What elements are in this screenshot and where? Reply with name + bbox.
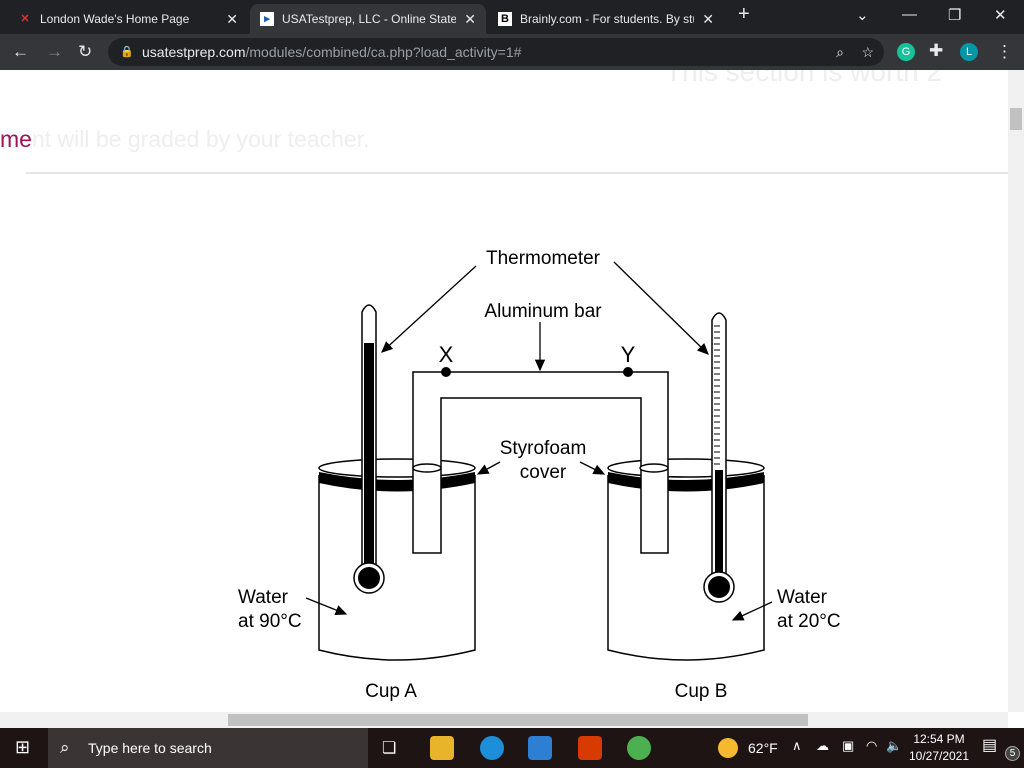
- brainly-icon: B: [498, 12, 512, 26]
- tab-title: USATestprep, LLC - Online State-Sp: [282, 12, 457, 26]
- forward-icon[interactable]: →: [46, 42, 63, 61]
- restore-button[interactable]: ❐: [948, 7, 962, 24]
- wifi-icon[interactable]: ◠: [866, 738, 878, 753]
- thermometer-b: [703, 312, 735, 603]
- point-y: [623, 367, 633, 377]
- heat-transfer-diagram: Thermometer Aluminum bar X Y Styrofoam c…: [238, 248, 841, 702]
- clock-time: 12:54 PM: [913, 732, 965, 746]
- horizontal-scrollbar[interactable]: [0, 712, 1008, 728]
- close-tab-icon[interactable]: ✕: [464, 10, 476, 27]
- point-x: [441, 367, 451, 377]
- vertical-scroll-thumb[interactable]: [1010, 108, 1022, 130]
- reload-icon[interactable]: ↻: [78, 42, 93, 61]
- label-cover: cover: [520, 462, 567, 483]
- vertical-scrollbar[interactable]: [1008, 70, 1024, 712]
- taskbar-search[interactable]: ⌕ Type here to search: [48, 728, 368, 768]
- tab-london-wade[interactable]: ✕ London Wade's Home Page ✕: [8, 4, 248, 34]
- grading-note: ment will be graded by your teacher.: [0, 126, 370, 153]
- file-explorer-icon[interactable]: [430, 736, 454, 760]
- aluminum-bar: [412, 371, 669, 554]
- label-water-b: Water: [777, 587, 828, 608]
- office-icon[interactable]: [578, 736, 602, 760]
- label-aluminum-bar: Aluminum bar: [484, 301, 602, 322]
- windows-start-icon[interactable]: ⊞: [15, 737, 31, 757]
- label-y: Y: [621, 342, 636, 367]
- close-tab-icon[interactable]: ✕: [702, 10, 714, 27]
- url-host: usatestprep.com: [142, 44, 246, 60]
- show-hidden-icons[interactable]: ∧: [792, 738, 802, 753]
- label-water-b-temp: at 20°C: [777, 611, 841, 632]
- tab-title: London Wade's Home Page: [40, 12, 190, 26]
- bookmark-star-icon[interactable]: ☆: [861, 44, 874, 60]
- label-cup-b: Cup B: [675, 681, 728, 702]
- tab-search-icon[interactable]: ⌄: [856, 7, 869, 24]
- x-logo-icon: ✕: [20, 13, 30, 25]
- back-icon[interactable]: ←: [12, 42, 29, 61]
- grammarly-icon[interactable]: G: [897, 43, 915, 61]
- section-worth-text: This section is worth 2: [665, 70, 942, 87]
- grading-note-text: nt will be graded by your teacher.: [31, 126, 370, 152]
- taskbar: ⊞ ⌕ Type here to search ❏ 62°F ∧ ☁ ▣ ◠ 🔈…: [0, 728, 1024, 768]
- notification-count: 5: [1005, 746, 1020, 761]
- tab-title: Brainly.com - For students. By stu: [520, 12, 695, 26]
- close-window-button[interactable]: ✕: [994, 7, 1007, 24]
- tab-strip: ✕ London Wade's Home Page ✕ ▸ USATestpre…: [0, 0, 1024, 34]
- search-placeholder: Type here to search: [88, 740, 212, 756]
- close-tab-icon[interactable]: ✕: [226, 10, 238, 27]
- label-cup-a: Cup A: [365, 681, 417, 702]
- grading-note-prefix: me: [0, 126, 32, 152]
- edge-icon[interactable]: [480, 736, 504, 760]
- toolbar: ← → ↻ 🔒 usatestprep.com/modules/combined…: [0, 34, 1024, 70]
- cup-a: [318, 475, 476, 661]
- thermometer-a: [353, 304, 385, 594]
- notifications-icon[interactable]: ▤: [982, 737, 998, 754]
- minimize-button[interactable]: —: [902, 6, 917, 23]
- search-icon: ⌕: [60, 738, 70, 757]
- cup-b-top: [607, 458, 765, 478]
- address-bar[interactable]: 🔒 usatestprep.com/modules/combined/ca.ph…: [108, 38, 884, 66]
- menu-icon[interactable]: ⋮: [996, 42, 1013, 61]
- task-view-icon[interactable]: ❏: [382, 740, 397, 757]
- label-thermometer: Thermometer: [486, 248, 601, 269]
- extensions-icon[interactable]: ✚: [929, 41, 944, 60]
- weather-icon: [718, 738, 738, 758]
- label-water-a: Water: [238, 587, 289, 608]
- label-water-a-temp: at 90°C: [238, 611, 302, 632]
- label-x: X: [439, 342, 454, 367]
- chrome-icon[interactable]: [627, 736, 651, 760]
- onedrive-error-icon[interactable]: ☁: [816, 738, 829, 753]
- tab-brainly[interactable]: B Brainly.com - For students. By stu ✕: [488, 4, 724, 34]
- camera-icon[interactable]: ▣: [842, 738, 855, 753]
- zoom-icon[interactable]: ⌕: [836, 44, 844, 60]
- lock-icon: 🔒: [120, 46, 134, 58]
- label-styrofoam: Styrofoam: [500, 438, 587, 459]
- mail-icon[interactable]: [528, 736, 552, 760]
- tab-usatestprep[interactable]: ▸ USATestprep, LLC - Online State-Sp ✕: [250, 4, 486, 34]
- new-tab-button[interactable]: +: [738, 3, 750, 25]
- volume-icon[interactable]: 🔈: [886, 738, 903, 753]
- cup-b: [607, 475, 765, 661]
- page-content: This section is worth 2 ment will be gra…: [0, 70, 1008, 712]
- divider: [26, 172, 1008, 174]
- cup-a-top: [318, 458, 476, 478]
- profile-avatar[interactable]: L: [960, 43, 978, 61]
- usatestprep-icon: ▸: [260, 12, 274, 26]
- weather-temp[interactable]: 62°F: [748, 740, 778, 756]
- url-path: /modules/combined/ca.php?load_activity=1…: [245, 44, 522, 60]
- clock[interactable]: 12:54 PM 10/27/2021: [905, 731, 973, 765]
- clock-date: 10/27/2021: [908, 749, 970, 763]
- horizontal-scroll-thumb[interactable]: [228, 714, 808, 726]
